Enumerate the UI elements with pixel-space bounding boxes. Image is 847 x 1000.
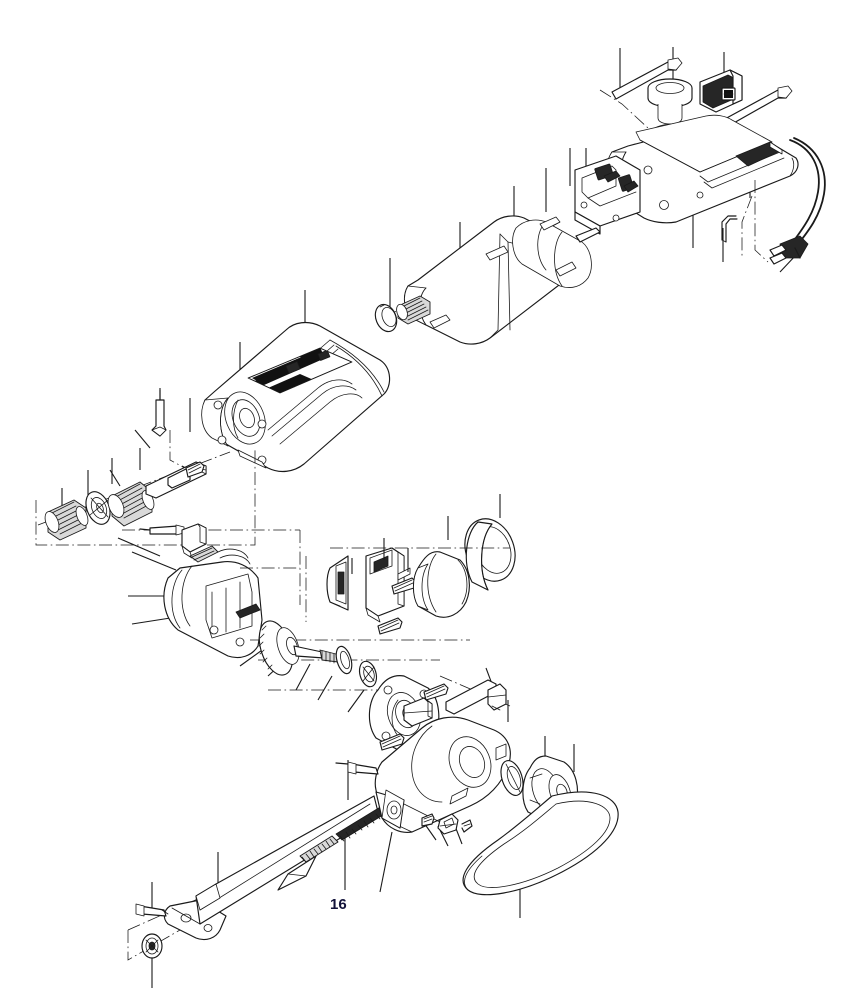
commutator-end-collar [396,295,431,325]
gear-housing-shell [201,321,391,473]
nameplate-label [248,348,352,393]
arm-clamp-screw [135,903,169,917]
spacer-washer [500,760,524,796]
sanding-belt [462,791,619,896]
brush-terminal-board [574,155,641,235]
housing-screw [151,389,167,437]
cooling-fan-baffle [163,545,263,659]
long-machine-screw-upper [611,57,683,100]
retaining-ring-collar [464,518,516,591]
tension-spring-short [299,835,339,863]
field-coil-stator [403,215,601,345]
set-screw [185,461,205,478]
insulating-ring [374,303,398,333]
switch-terminals [603,170,639,193]
needle-bearing [358,660,378,688]
belt-arm-body [195,795,379,925]
idler-roller-wheel [141,933,163,959]
cord-clamp-bracket [721,215,738,243]
baffle-screw [139,524,185,536]
spindle-shaft [293,645,339,664]
ball-bearing [85,491,111,525]
cover-mount-screw [335,761,379,775]
drive-pulley-hub [403,697,433,727]
lock-nut [437,813,459,835]
thrust-washer [335,645,353,675]
carbon-brush-holder [365,547,411,623]
tension-lever-rod [445,679,507,715]
housing-bearing-bore [224,391,267,445]
brush-cover-plate [326,555,349,611]
rubber-boot-sleeve [412,551,470,618]
callout-16: 16 [330,896,347,913]
lock-off-button [647,78,693,125]
power-cord-with-plug [769,137,826,265]
trigger-switch [699,69,743,113]
drive-cover-housing [374,716,511,833]
cord-guard-sleeve [735,141,783,167]
cotter-clip [461,819,473,833]
bottom-screw [421,813,435,827]
pinion-gear [44,499,89,541]
cooling-fan-baffle-clip [181,523,207,559]
